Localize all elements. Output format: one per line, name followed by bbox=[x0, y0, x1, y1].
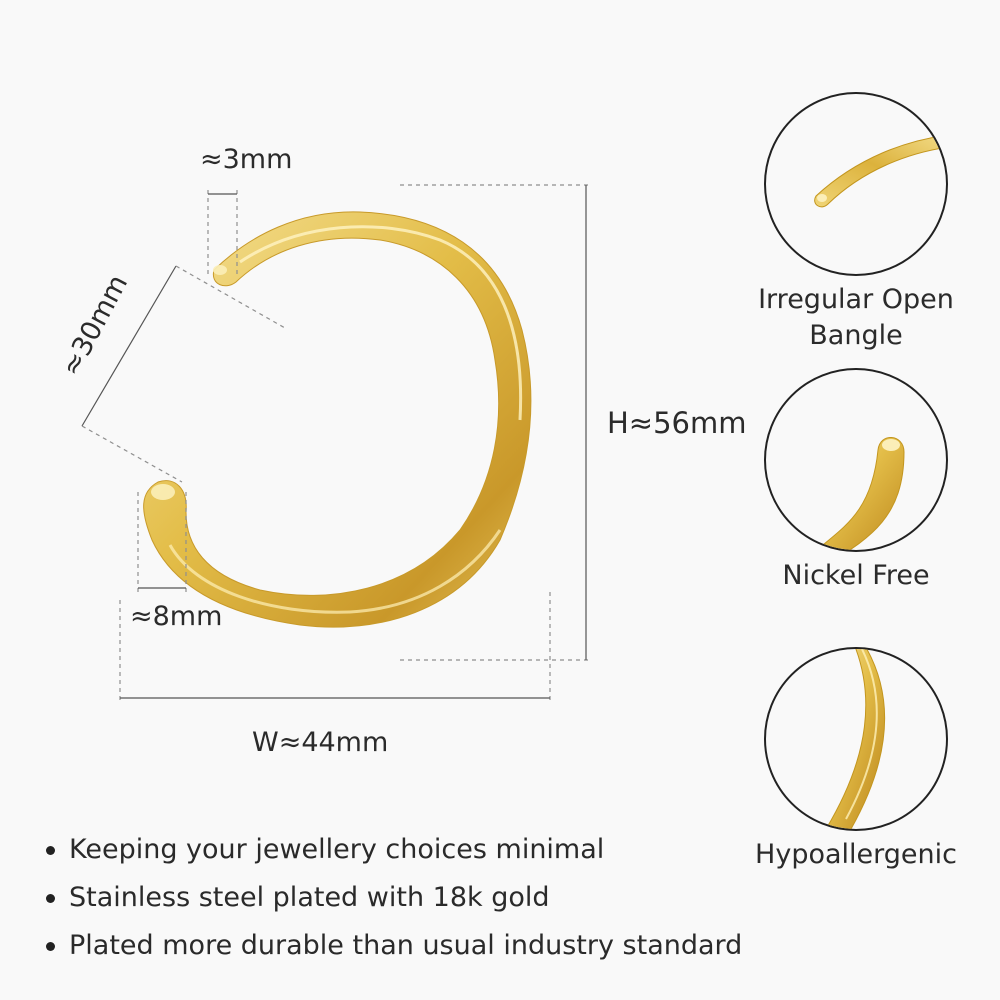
bullet-text: Keeping your jewellery choices minimal bbox=[69, 834, 605, 865]
height-label: H≈56mm bbox=[607, 406, 747, 440]
bangle-tip-closeup-icon bbox=[764, 92, 948, 276]
bullet-text: Plated more durable than usual industry … bbox=[69, 930, 743, 961]
bangle-image bbox=[143, 211, 532, 628]
feature-label: Nickel Free bbox=[782, 560, 930, 591]
bullet-icon bbox=[46, 893, 55, 903]
bangle-end-closeup-icon bbox=[764, 368, 948, 552]
feature-nickel-free: Nickel Free bbox=[726, 368, 986, 594]
bullet-icon bbox=[46, 941, 55, 951]
width-label: W≈44mm bbox=[252, 727, 389, 758]
list-item: Keeping your jewellery choices minimal bbox=[46, 826, 742, 874]
bullet-icon bbox=[46, 845, 55, 855]
feature-bullet-list: Keeping your jewellery choices minimal S… bbox=[46, 826, 742, 970]
dimension-lines bbox=[81, 184, 590, 700]
feature-label: Hypoallergenic bbox=[755, 839, 957, 870]
feature-hypoallergenic: Hypoallergenic bbox=[726, 647, 986, 873]
feature-irregular-open-bangle: Irregular Open Bangle bbox=[726, 92, 986, 354]
thickness-label: ≈8mm bbox=[130, 601, 223, 632]
bangle-curve-closeup-icon bbox=[764, 647, 948, 831]
bullet-text: Stainless steel plated with 18k gold bbox=[69, 882, 550, 913]
list-item: Stainless steel plated with 18k gold bbox=[46, 874, 742, 922]
list-item: Plated more durable than usual industry … bbox=[46, 922, 742, 970]
feature-label: Irregular Open Bangle bbox=[758, 284, 954, 351]
gap-width-label: ≈3mm bbox=[200, 144, 293, 175]
